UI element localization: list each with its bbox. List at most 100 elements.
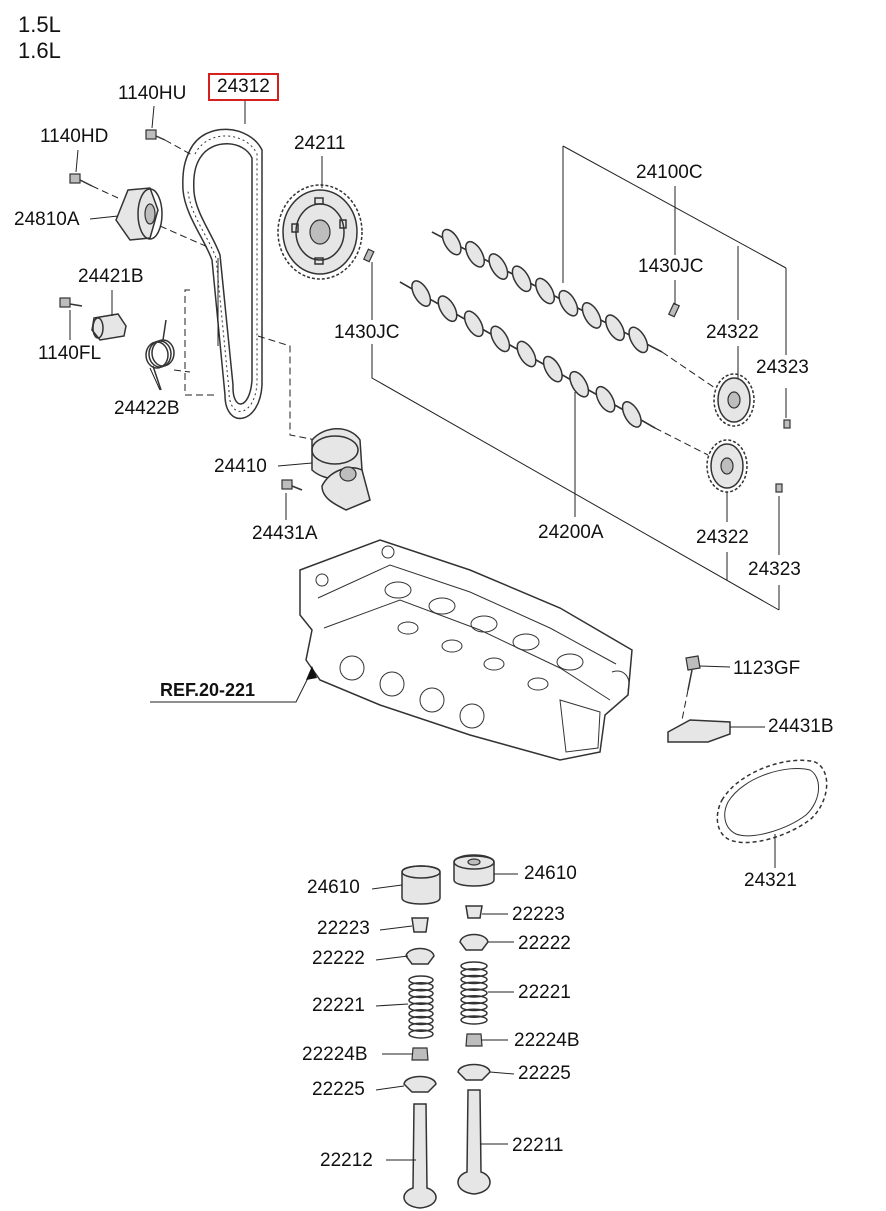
cam-sprocket-24211 [277,184,363,280]
label-1140HU[interactable]: 1140HU [118,83,187,104]
label-22212[interactable]: 22212 [320,1150,373,1171]
spring-coil [408,995,434,1005]
label-24421B[interactable]: 24421B [78,266,144,287]
label-24322-lower[interactable]: 24322 [696,527,749,548]
cam-gear-24322-upper [713,373,755,427]
label-24322-upper[interactable]: 24322 [706,322,759,343]
cylinder-head [299,539,633,761]
label-24321[interactable]: 24321 [744,870,797,891]
spring-coil [460,981,488,991]
spring-coil [408,1002,434,1012]
chain-guide-24431B [667,719,765,743]
cam-lobe [558,289,579,317]
cam-lobe [516,340,537,368]
spring-coil [460,1001,488,1012]
cam-gear-24322-lower [706,439,748,493]
cam-lobe [542,355,563,383]
label-24422B[interactable]: 24422B [114,398,180,419]
spring-coil [460,968,488,978]
spring-coil [460,1008,488,1018]
idler-pulley-24810A [115,187,211,249]
cam-lobe [569,370,590,398]
label-1430JC-lower[interactable]: 1430JC [334,322,400,343]
label-1140FL[interactable]: 1140FL [38,343,102,364]
spring-coil [408,982,434,992]
cam-lobe [511,265,532,293]
callout-brackets [217,145,787,611]
label-22211[interactable]: 22211 [512,1135,564,1156]
spring-coil [408,1029,434,1039]
label-22222-right[interactable]: 22222 [518,933,571,954]
label-22225-right[interactable]: 22225 [518,1063,571,1084]
pin-24323-upper [783,419,791,429]
bolt-24431A [281,479,303,520]
spring-coil [460,974,488,985]
cam-lobe [621,401,642,428]
bolt-1140FL [59,297,83,308]
spring-coil [408,975,434,985]
label-24211[interactable]: 24211 [294,133,346,154]
valve-train-right [453,854,495,1195]
label-24610-right[interactable]: 24610 [524,863,577,884]
label-22225-left[interactable]: 22225 [312,1079,365,1100]
cam-lobe [604,314,626,342]
spring-coil [460,988,488,998]
label-22222-left[interactable]: 22222 [312,948,365,969]
bolt-1140HD [69,173,119,199]
cam-lobe [534,277,556,305]
camshaft-24200A [399,280,656,429]
label-22223-left[interactable]: 22223 [317,918,370,939]
bolt-1123GF [681,655,731,721]
spacer-24421B [91,313,127,341]
label-24100C[interactable]: 24100C [636,162,703,183]
spring-coil [460,995,488,1005]
label-24431A[interactable]: 24431A [252,523,318,544]
dowel-pin-1430JC-lower [362,248,375,263]
cam-lobe [441,228,462,256]
highlighted-part-24312[interactable]: 24312 [208,73,279,101]
cam-lobe [490,325,511,353]
spring-coil [408,988,434,999]
label-24200A[interactable]: 24200A [538,522,604,543]
engine-size-1: 1.5L [18,12,61,37]
spring-coil [408,1022,434,1032]
label-24323-lower[interactable]: 24323 [748,559,801,580]
dowel-pin-1430JC-upper [667,302,681,318]
valve-train-left [401,865,441,1209]
label-22223-right[interactable]: 22223 [512,904,565,925]
label-22224B-right[interactable]: 22224B [514,1030,580,1051]
timing-belt-24312 [182,128,263,420]
reference-leader [150,666,317,703]
cam-lobe [411,280,432,307]
engine-size-2: 1.6L [18,38,61,63]
label-24323-upper[interactable]: 24323 [756,357,809,378]
timing-chain-24321 [716,759,828,868]
tensioner-spring-24422B [145,319,191,391]
label-1123GF[interactable]: 1123GF [733,658,801,679]
label-1430JC-upper[interactable]: 1430JC [638,256,704,277]
label-22224B-left[interactable]: 22224B [302,1044,368,1065]
cam-lobe [581,302,602,329]
label-24431B[interactable]: 24431B [768,716,834,737]
camshaft-24100C [431,228,663,354]
label-1140HD[interactable]: 1140HD [40,126,109,147]
label-22221-left[interactable]: 22221 [312,995,365,1016]
label-22221-right[interactable]: 22221 [518,982,571,1003]
spring-coil [408,1015,434,1026]
pin-24323-lower [775,483,783,493]
cam-lobe [595,385,616,413]
reference-label[interactable]: REF.20-221 [160,680,256,700]
cam-lobe [488,253,509,280]
cam-lobe [437,295,458,323]
valve-leaders [371,873,518,1161]
spring-coil [408,1009,434,1019]
label-24610-left[interactable]: 24610 [307,877,360,898]
spring-coil [460,961,488,971]
spring-coil [460,1015,488,1025]
bolt-1140HU [145,129,193,156]
label-24810A[interactable]: 24810A [14,209,80,230]
label-24410[interactable]: 24410 [214,456,267,477]
cam-lobe [464,240,486,268]
